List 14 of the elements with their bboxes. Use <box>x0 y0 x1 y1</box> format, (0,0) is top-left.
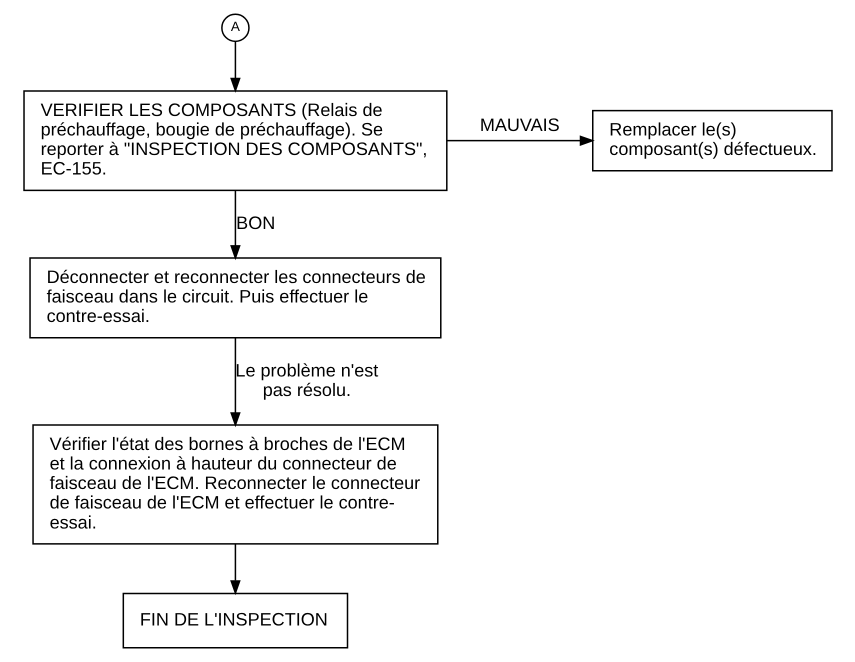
node-box: Vérifier l'état des bornes à broches de l'ECM et la connexion à hauteur du connecteur de faisceau de l'ECM. Reconnecter le connecteur de faisceau de l'ECM et effectuer le contre-essai. <box>32 424 438 545</box>
arrow <box>230 544 240 596</box>
edge-label: BON <box>236 212 275 233</box>
arrow <box>230 190 240 260</box>
edge-label: MAUVAIS <box>479 115 560 136</box>
node-box: Déconnecter et reconnecter les connecteurs de faisceau dans le circuit. Puis effectuer le contre-essai. <box>28 257 442 339</box>
node-box: Remplacer le(s) composant(s) défectueux. <box>592 110 832 172</box>
arrow <box>230 42 240 93</box>
arrow <box>230 338 240 428</box>
arrow <box>446 135 594 146</box>
node-box: FIN DE L'INSPECTION <box>122 592 348 648</box>
edge-label: Le problème n'est pas résolu. <box>234 360 378 400</box>
node-box: VERIFIER LES COMPOSANTS (Relais de préchauffage, bougie de préchauffage). Se reporter à "INSPECTION DES COMPOSANTS", EC-155. <box>22 90 448 192</box>
node-circle: A <box>220 14 250 42</box>
